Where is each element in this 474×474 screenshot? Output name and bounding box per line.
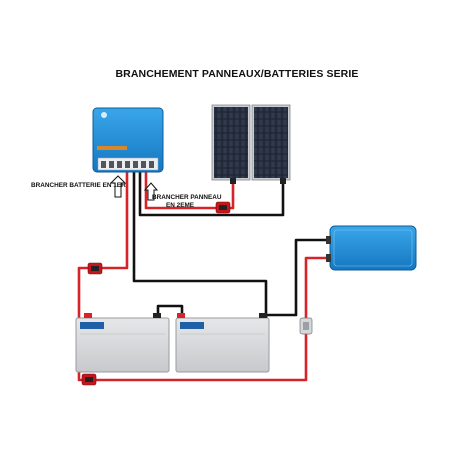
fuse-battery-bottom xyxy=(81,373,97,386)
inverter xyxy=(326,225,417,271)
fuse-panel-line xyxy=(215,201,231,214)
fuse-battery-top xyxy=(87,262,103,275)
label-panel-second-line1: BRANCHER PANNEAU xyxy=(152,194,222,201)
label-panel-second-line2: EN 2EME xyxy=(166,202,195,209)
panel-connectors xyxy=(230,178,286,184)
battery-1 xyxy=(75,313,170,373)
charge-controller xyxy=(92,107,164,173)
solar-panel-2 xyxy=(251,104,291,181)
diagram-title: BRANCHEMENT PANNEAUX/BATTERIES SERIE xyxy=(115,68,359,80)
arrow-panel-second xyxy=(143,182,159,201)
label-battery-first: BRANCHER BATTERIE EN 1ER xyxy=(31,182,126,189)
battery-2 xyxy=(175,313,270,373)
solar-panel-1 xyxy=(211,104,251,181)
controller-terminals xyxy=(101,161,154,168)
arrow-battery-first xyxy=(109,175,127,198)
battery-switch xyxy=(299,317,313,335)
